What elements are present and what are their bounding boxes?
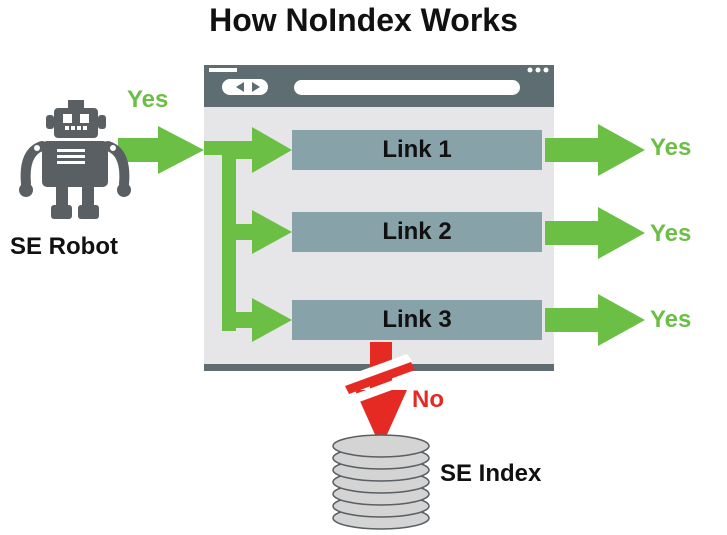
- branch-connector: [204, 141, 236, 155]
- arrow-to-link-2: [230, 210, 292, 254]
- link-3-box: [292, 300, 542, 340]
- database-icon: [332, 434, 430, 530]
- blocked-no-label: No: [412, 386, 444, 413]
- arrow-to-link-1: [236, 127, 292, 173]
- link-1-result-label: Yes: [650, 134, 692, 161]
- link-3-result-label: Yes: [650, 306, 692, 333]
- link-2-result-label: Yes: [650, 220, 692, 247]
- output-arrow-1: [545, 124, 645, 176]
- entry-arrow: [118, 126, 204, 174]
- link-1-box: [292, 130, 542, 170]
- branch-trunk: [222, 141, 236, 331]
- index-label: SE Index: [440, 460, 542, 487]
- entry-yes-label: Yes: [127, 86, 169, 113]
- output-arrow-2: [545, 207, 645, 259]
- link-3-label: Link 3: [382, 306, 452, 333]
- robot-label: SE Robot: [10, 233, 118, 260]
- blocked-arrow: [341, 342, 419, 448]
- link-2-label: Link 2: [382, 218, 452, 245]
- link-1-label: Link 1: [382, 136, 452, 163]
- robot-icon: [19, 100, 131, 219]
- link-2-box: [292, 212, 542, 252]
- diagram-title: How NoIndex Works: [209, 2, 518, 38]
- arrow-to-link-3: [230, 298, 292, 342]
- output-arrow-3: [545, 294, 645, 346]
